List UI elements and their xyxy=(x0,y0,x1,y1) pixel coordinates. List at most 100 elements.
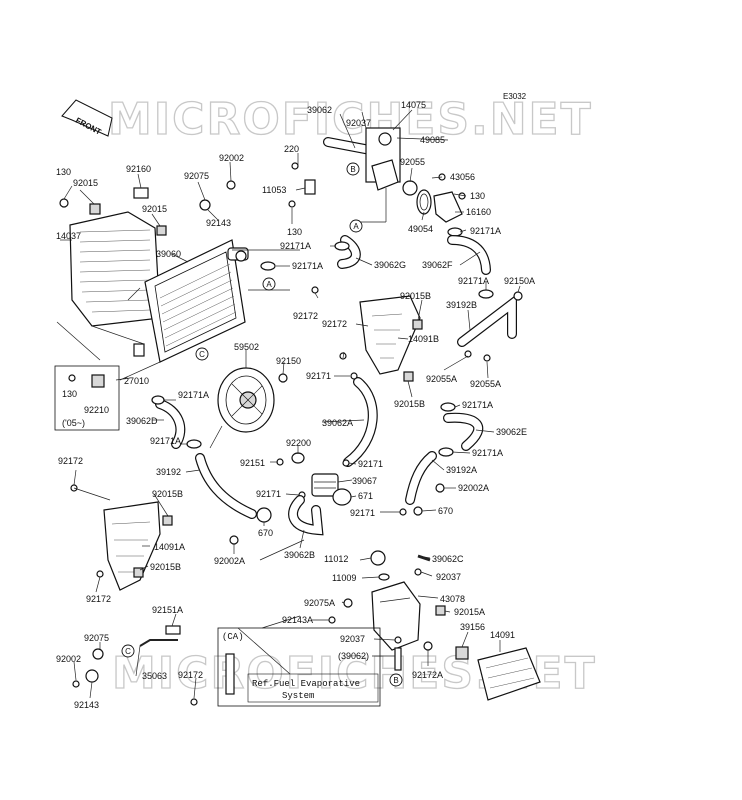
clip-92015-left xyxy=(89,203,101,215)
hose-39062-paren xyxy=(394,647,402,671)
note-ca-box xyxy=(217,627,381,707)
label-39062-top: 39062 xyxy=(307,105,332,115)
grommet-92160 xyxy=(133,187,149,199)
label-39192a: 39192A xyxy=(446,465,477,475)
label-11053: 11053 xyxy=(262,185,286,195)
shroud-14091b xyxy=(359,295,421,375)
thermostat-housing-14075 xyxy=(371,159,399,191)
bracket-92151a xyxy=(165,625,181,635)
label-92015b-c: 92015B xyxy=(152,489,183,499)
clamp-92171-b xyxy=(342,459,350,467)
label-14091a: 14091A xyxy=(154,542,185,552)
clip-92015b-b xyxy=(403,371,414,382)
label-39062f: 39062F xyxy=(422,260,453,270)
label-92150: 92150 xyxy=(276,356,301,366)
label-59502: 59502 xyxy=(234,342,259,352)
bolt-92002a-a xyxy=(435,483,445,493)
radiator-guard-14037 xyxy=(69,211,161,327)
housing-16160 xyxy=(433,191,463,223)
clamp-92171a-d1 xyxy=(151,395,165,405)
svg-text:A: A xyxy=(266,280,272,289)
reservoir-tank-43078 xyxy=(371,581,421,651)
label-92015-b: 92015 xyxy=(142,204,167,214)
label-92171-b: 92171 xyxy=(358,459,383,469)
label-92171: 92171 xyxy=(306,371,331,381)
label-39067: 39067 xyxy=(352,476,377,486)
leader-lines xyxy=(56,109,521,699)
washer-92075-b xyxy=(92,648,104,660)
label-49085: 49085 xyxy=(420,135,445,145)
label-92055a-b: 92055A xyxy=(470,379,501,389)
diagram-code: E3032 xyxy=(503,92,527,101)
grommet-39156 xyxy=(455,646,469,660)
label-92143a: 92143A xyxy=(282,615,313,625)
label-670-b: 670 xyxy=(258,528,273,538)
label-39192: 39192 xyxy=(156,467,181,477)
clip-92015b-c xyxy=(162,515,173,526)
label-92171a-f: 92171A xyxy=(292,261,323,271)
marker-a-left: A xyxy=(262,277,276,291)
label-14091: 14091 xyxy=(490,630,515,640)
label-130-a: 130 xyxy=(470,191,485,201)
thermostat-49054 xyxy=(416,189,432,215)
inset-box-05 xyxy=(54,365,120,431)
label-670-a: 670 xyxy=(438,506,453,516)
svg-text:A: A xyxy=(353,222,359,231)
clamp-92171a-g xyxy=(334,241,350,251)
label-92172-b: 92172 xyxy=(322,319,347,329)
label-92015-a: 92015 xyxy=(73,178,98,188)
bolt-92172a xyxy=(423,641,433,651)
label-92002a-a: 92002A xyxy=(458,483,489,493)
label-92172-e: 92172 xyxy=(178,670,203,680)
clip-92015b-d xyxy=(133,567,144,578)
marker-c-top: C xyxy=(195,347,209,361)
svg-text:B: B xyxy=(350,165,355,174)
clip-92015a xyxy=(435,605,446,616)
label-92015a: 92015A xyxy=(454,607,485,617)
label-92075-a: 92075 xyxy=(184,171,209,181)
label-39062d: 39062D xyxy=(126,416,158,426)
label-130-d: 130 xyxy=(62,389,77,399)
label-92151a: 92151A xyxy=(152,605,183,615)
bolt-92002 xyxy=(226,180,236,190)
label-05: ('05~) xyxy=(62,418,85,428)
label-92151: 92151 xyxy=(240,458,265,468)
label-92037-c: 92037 xyxy=(340,634,365,644)
label-92075a: 92075A xyxy=(304,598,335,608)
label-92075-b: 92075 xyxy=(84,633,109,643)
clip-92015b-a xyxy=(412,319,423,330)
label-92171-c: 92171 xyxy=(256,489,281,499)
label-39062c: 39062C xyxy=(432,554,464,564)
label-92172a: 92172A xyxy=(412,670,443,680)
bolt-92002a-b xyxy=(229,535,239,545)
hose-11009 xyxy=(378,573,390,581)
label-92171a-b: 92171A xyxy=(280,241,311,251)
label-92171a-a: 92171A xyxy=(470,226,501,236)
oil-cooler-39067 xyxy=(311,473,339,497)
label-92055a-a: 92055A xyxy=(426,374,457,384)
guard-14091 xyxy=(477,647,541,701)
label-92015b-b: 92015B xyxy=(394,399,425,409)
label-35063: 35063 xyxy=(142,671,167,681)
cap-11012 xyxy=(370,550,386,566)
marker-b-bottom: B xyxy=(389,673,403,687)
bolt-92143a xyxy=(328,616,336,624)
label-39062e: 39062E xyxy=(496,427,527,437)
label-14091b: 14091B xyxy=(408,334,439,344)
part-labels: 39062 14075 92037 49085 220 92055 43056 … xyxy=(56,100,535,710)
oring-670-b xyxy=(256,507,272,523)
label-92171a-d: 92171A xyxy=(462,400,493,410)
label-43056: 43056 xyxy=(450,172,475,182)
label-92171a-c: 92171A xyxy=(458,276,489,286)
note-ca-line1: Ref.Fuel Evaporative xyxy=(252,679,360,689)
cap-49085 xyxy=(378,132,392,146)
note-ca-line2: System xyxy=(282,691,314,701)
clamp-92037-b xyxy=(414,568,422,576)
oring-671 xyxy=(332,488,352,506)
marker-b-top: B xyxy=(346,162,360,176)
label-39156: 39156 xyxy=(460,622,485,632)
collar-92143-b xyxy=(85,669,99,683)
label-92002a-b: 92002A xyxy=(214,556,245,566)
clamp-92171-d xyxy=(399,508,407,516)
